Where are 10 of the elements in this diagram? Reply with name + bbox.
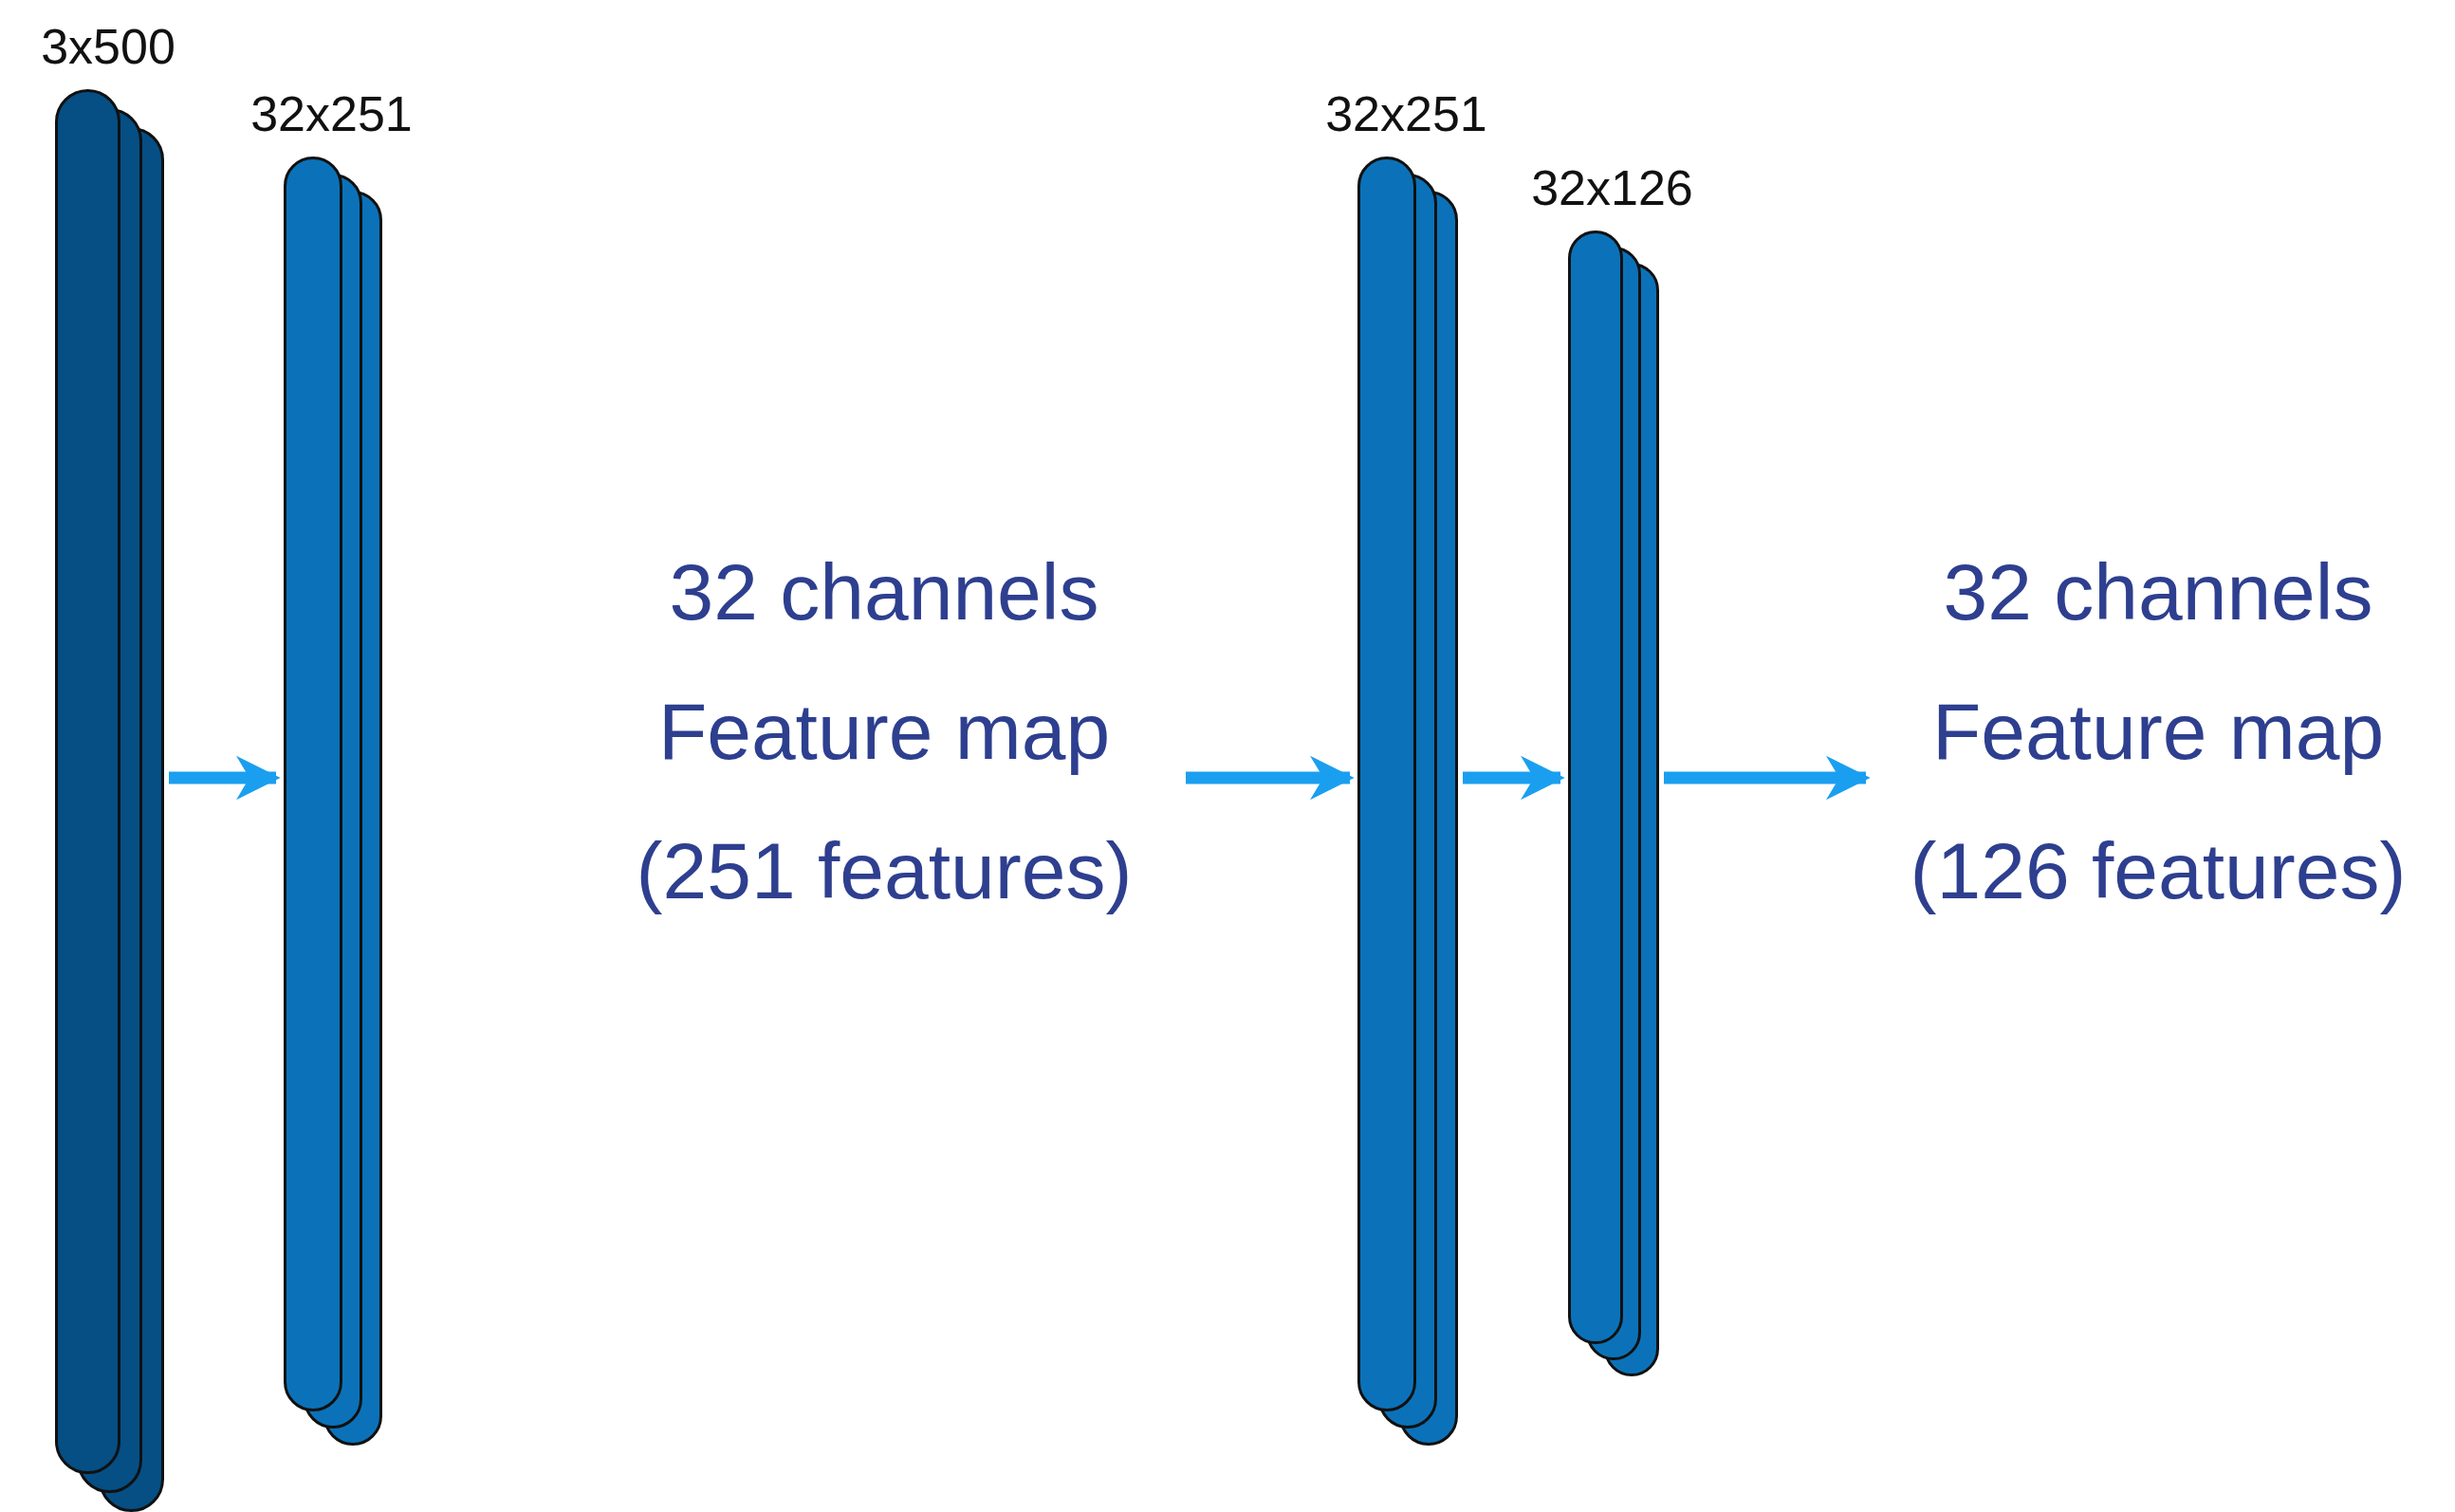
dimension-label: 32x251 [249, 85, 414, 142]
dimension-label: 3x500 [40, 18, 176, 75]
description-text: 32 channels Feature map (126 features) [1909, 546, 2408, 917]
dimension-label: 32x126 [1530, 159, 1694, 216]
arrow [1463, 755, 1565, 801]
description-text: 32 channels Feature map (251 features) [635, 546, 1134, 917]
dimension-label: 32x251 [1324, 85, 1488, 142]
arrow [169, 755, 281, 801]
arrow [1186, 755, 1355, 801]
arrow [1664, 755, 1871, 801]
